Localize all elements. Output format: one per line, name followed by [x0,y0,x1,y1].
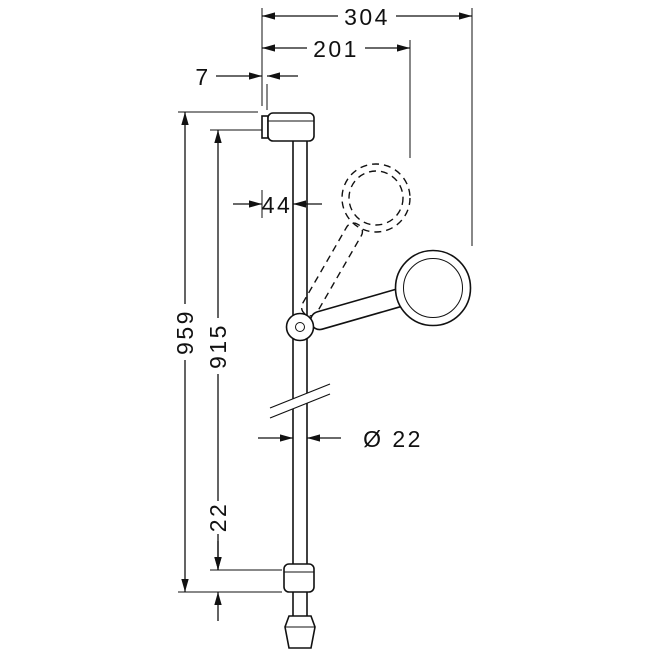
dim-bar-diameter-label: Ø 22 [363,426,423,452]
label-mask [338,4,396,29]
dim-bar-length-label: 915 [205,323,231,369]
break-line-upper [269,383,331,409]
rail-bar [292,141,308,616]
dim-total-depth-label: 304 [344,4,390,30]
extension-lines [178,8,473,593]
slider-knob [285,312,315,342]
hand-shower-raised-dashed [300,163,411,317]
hose-connector [284,615,316,649]
label-mask [307,36,365,61]
label-mask [206,501,230,534]
dashed-handle [300,222,364,317]
hand-shower-head-inner [403,258,463,318]
dim-bar-offset-label: 44 [262,192,293,218]
dashed-head-outer [341,163,411,233]
dimension-labels: 304 201 7 44 Ø 22 959 915 22 [172,4,423,533]
wall-bracket-top [261,112,315,142]
dim-total-height-label: 959 [172,309,198,355]
bracket-top-wall-plate [261,115,269,139]
hand-shower-head-outer [394,249,472,327]
shower-set-drawing [261,112,472,649]
dim-bottom-offset-label: 22 [205,502,231,533]
dim-raised-depth-label: 201 [313,36,359,62]
dim-plate-thickness-label: 7 [195,64,210,90]
label-mask [172,304,198,360]
bracket-bottom-body [283,563,315,593]
break-marks [269,383,331,419]
hand-shower [309,249,472,331]
break-mask [270,384,330,418]
slider-holder [285,312,315,342]
slider-axis [295,322,305,332]
label-masks [172,4,396,534]
connector-nut [284,615,316,649]
break-line-lower [269,393,331,419]
wall-bracket-bottom [283,563,315,593]
label-mask [205,318,231,374]
dashed-head-inner [348,170,404,226]
bracket-top-body [267,112,315,142]
hand-shower-handle [309,288,409,331]
